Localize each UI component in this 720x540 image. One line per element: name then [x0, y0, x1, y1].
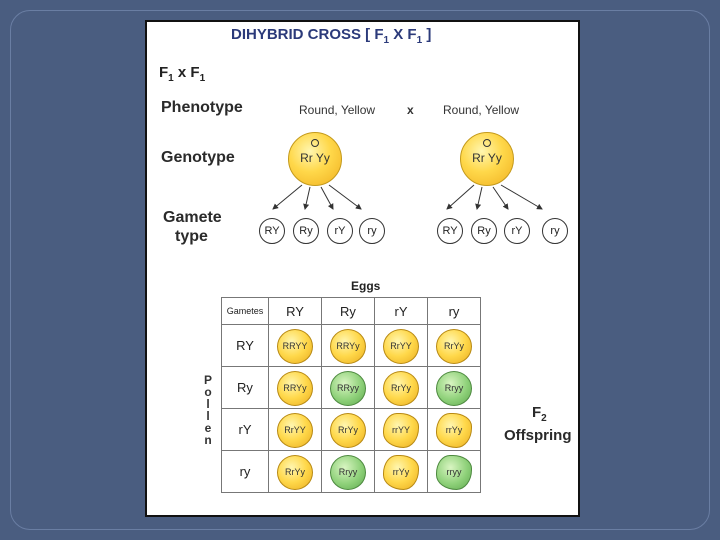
- arrow-group-right: [447, 185, 542, 209]
- arrow-group-left: [273, 185, 361, 209]
- gamete-left-2: Ry: [293, 218, 319, 244]
- punnett-cell: RRYy: [322, 325, 375, 367]
- punnett-row: Ry RRYy RRyy RrYy Rryy: [222, 367, 481, 409]
- punnett-row-header: Ry: [222, 367, 269, 409]
- punnett-col-header: rY: [375, 298, 428, 325]
- punnett-cell: RrYy: [269, 451, 322, 493]
- offspring-pea: RRYy: [330, 329, 366, 364]
- gamete-left-1: RY: [259, 218, 285, 244]
- offspring-pea: RrYY: [383, 329, 419, 364]
- gamete-type-label-line1: Gamete: [163, 208, 222, 227]
- punnett-col-header: ry: [428, 298, 481, 325]
- punnett-row-header: RY: [222, 325, 269, 367]
- offspring-pea: RrYy: [436, 329, 472, 364]
- punnett-cell: Rryy: [322, 451, 375, 493]
- offspring-pea: rrYy: [383, 455, 419, 490]
- gamete-left-4: ry: [359, 218, 385, 244]
- punnett-cell: rrYy: [375, 451, 428, 493]
- offspring-pea: rrYy: [436, 413, 472, 448]
- punnett-cell: RrYy: [428, 325, 481, 367]
- gamete-left-3: rY: [327, 218, 353, 244]
- f2-offspring-label: F2 Offspring: [504, 404, 572, 444]
- offspring-pea: Rryy: [436, 371, 472, 406]
- gamete-right-3: rY: [504, 218, 530, 244]
- gamete-right-2: Ry: [471, 218, 497, 244]
- pollen-label: P o l l e n: [203, 374, 213, 446]
- punnett-cell: RRyy: [322, 367, 375, 409]
- offspring-pea: Rryy: [330, 455, 366, 490]
- punnett-cell: RrYy: [322, 409, 375, 451]
- offspring-pea: RRYy: [277, 371, 313, 406]
- gamete-right-1: RY: [437, 218, 463, 244]
- eggs-label: Eggs: [351, 279, 380, 293]
- gamete-type-label-line2: type: [163, 227, 222, 246]
- punnett-header-row: Gametes RY Ry rY ry: [222, 298, 481, 325]
- punnett-row-header: ry: [222, 451, 269, 493]
- punnett-cell: RrYY: [269, 409, 322, 451]
- gamete-right-4: ry: [542, 218, 568, 244]
- punnett-col-header: Ry: [322, 298, 375, 325]
- punnett-cell: RrYY: [375, 325, 428, 367]
- gamete-type-label: Gamete type: [163, 208, 222, 246]
- punnett-col-header: RY: [269, 298, 322, 325]
- offspring-text: Offspring: [504, 427, 572, 444]
- offspring-pea: RrYy: [330, 413, 366, 448]
- offspring-pea: RRyy: [330, 371, 366, 406]
- punnett-row: RY RRYY RRYy RrYY RrYy: [222, 325, 481, 367]
- punnett-cell: rrYY: [375, 409, 428, 451]
- punnett-cell: RrYy: [375, 367, 428, 409]
- punnett-square: Gametes RY Ry rY ry RY RRYY RRYy RrYY Rr…: [221, 297, 481, 493]
- punnett-cell: rryy: [428, 451, 481, 493]
- punnett-cell: RRYY: [269, 325, 322, 367]
- punnett-corner-label: Gametes: [222, 298, 269, 325]
- offspring-pea: RRYY: [277, 329, 313, 364]
- punnett-cell: RRYy: [269, 367, 322, 409]
- offspring-pea: RrYy: [383, 371, 419, 406]
- punnett-cell: rrYy: [428, 409, 481, 451]
- punnett-cell: Rryy: [428, 367, 481, 409]
- offspring-pea: RrYy: [277, 455, 313, 490]
- slide-canvas: DIHYBRID CROSS [ F1 X F1 ] F1 x F1 Pheno…: [145, 20, 580, 517]
- offspring-pea: RrYY: [277, 413, 313, 448]
- punnett-row: ry RrYy Rryy rrYy rryy: [222, 451, 481, 493]
- punnett-row-header: rY: [222, 409, 269, 451]
- punnett-row: rY RrYY RrYy rrYY rrYy: [222, 409, 481, 451]
- offspring-pea: rryy: [436, 455, 472, 490]
- offspring-pea: rrYY: [383, 413, 419, 448]
- pollen-letter: n: [203, 434, 213, 446]
